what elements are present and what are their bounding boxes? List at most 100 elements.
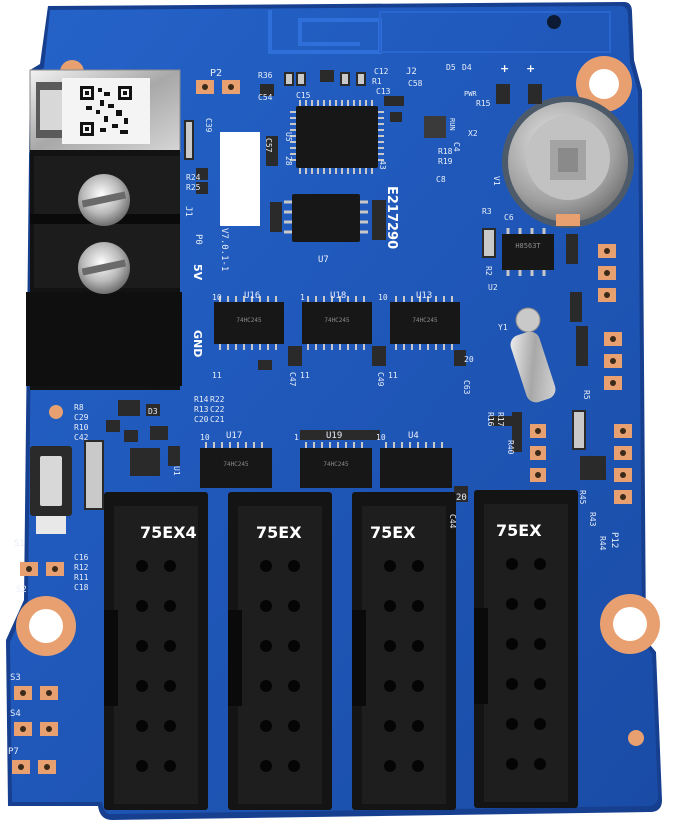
hub75-connector-3 [352,492,456,810]
buffer-chip-u13: 74HC245 [390,296,460,350]
label-5v: 5V [191,264,204,281]
label-43: 43 [378,160,387,170]
label-r25: R25 [186,183,201,192]
label-p2: P2 [210,68,222,79]
header-p12 [614,424,632,504]
label-u16: U16 [244,291,260,301]
label-s2: S2 [16,585,27,595]
label-p7: P7 [8,747,19,757]
label-pin-10-c: 10 [200,433,210,442]
mcu-chip [290,100,384,174]
label-u4: U4 [408,431,419,441]
header-p7 [12,760,56,774]
label-c20: C20 [194,415,209,424]
label-r16: R16 [486,412,495,427]
label-d4: D4 [462,63,472,72]
label-c39: C39 [204,118,213,133]
label-pin-11-a: 11 [212,371,222,380]
label-s1: S1 [14,539,25,549]
label-serial: E217290 [384,186,399,249]
label-c16: C16 [74,553,89,562]
label-c49: C49 [376,372,385,387]
label-r15: R15 [476,99,491,108]
label-u17: U17 [226,431,242,441]
buffer-chip-u17: 74HC245 [200,442,272,488]
label-version: V7.0.1-1 [219,228,229,271]
label-plus-b: + [526,62,535,75]
flash-chip-u7 [284,194,368,242]
buffer-chip-u16: 74HC245 [214,296,284,350]
label-c18: C18 [74,583,89,592]
label-u2: U2 [488,283,498,292]
header-p2 [196,80,240,94]
pin-header-pads [12,80,632,774]
header-s4 [14,722,58,736]
hub75-connector-4 [474,490,578,808]
mounting-hole-mid-right [600,594,660,654]
buffer-chip-u4 [380,442,452,488]
mounting-hole-top-right [576,56,632,112]
hub75-connectors [104,490,578,810]
label-c22: C22 [210,405,225,414]
push-button-s1 [30,446,72,534]
label-c58: C58 [408,79,423,88]
label-c13: C13 [376,87,391,96]
label-gnd: GND [191,330,204,357]
label-r19: R19 [438,157,453,166]
label-r45: R45 [578,490,587,505]
smd-components [49,70,644,746]
label-pin-10-b: 10 [378,293,388,302]
label-d5: D5 [446,63,456,72]
label-c47: C47 [288,372,297,387]
label-j2: J2 [406,67,417,77]
label-run: RUN [448,118,456,131]
label-r44: R44 [598,536,607,551]
label-r14: R14 [194,395,209,404]
label-r22: R22 [210,395,225,404]
label-c6: C6 [504,213,514,222]
label-c54: C54 [258,93,273,102]
label-r10: R10 [74,423,89,432]
label-pin-1-a: 1 [300,293,305,302]
label-r18: R18 [438,147,453,156]
svg-text:74HC245: 74HC245 [223,461,249,468]
label-r5: R5 [582,390,591,400]
label-u18: U18 [330,291,346,301]
header-p10 [530,424,546,482]
label-hub75-3: 75EX [370,523,416,542]
label-r12: R12 [74,563,89,572]
label-r43: R43 [588,512,597,527]
svg-text:74HC245: 74HC245 [324,317,350,324]
header-s2 [20,562,64,576]
label-r1: R1 [372,77,382,86]
label-pin-20-a: 20 [464,355,474,364]
label-pin-20-b: 20 [456,493,467,503]
mounting-hole-mid-left [16,596,76,656]
label-plus-a: + [500,62,509,75]
label-pin-11-c: 11 [388,371,398,380]
label-hub75-1: 75EX4 [140,523,197,542]
svg-text:74HC245: 74HC245 [323,461,349,468]
label-r2: R2 [484,266,493,276]
hub75-connector-2 [228,492,332,810]
label-c8: C8 [436,175,446,184]
label-pin-10-a: 10 [212,293,222,302]
label-r24: R24 [186,173,201,182]
label-28: 28 [284,156,293,166]
via-hole [547,15,561,29]
label-u5: U5 [284,132,293,142]
svg-text:74HC245: 74HC245 [236,317,262,324]
label-r11: R11 [74,573,89,582]
label-c21: C21 [210,415,225,424]
header-p6 [604,332,622,390]
label-r36: R36 [258,71,273,80]
rtc-chip: H8563T [502,228,554,276]
header-p11 [598,244,616,302]
header-s3 [14,686,58,700]
label-u19: U19 [326,431,342,441]
crystal-oscillator [510,307,556,403]
label-hub75-4: 75EX [496,521,542,540]
label-c4: C4 [452,142,461,152]
terminal-screw-top-icon [78,174,130,226]
